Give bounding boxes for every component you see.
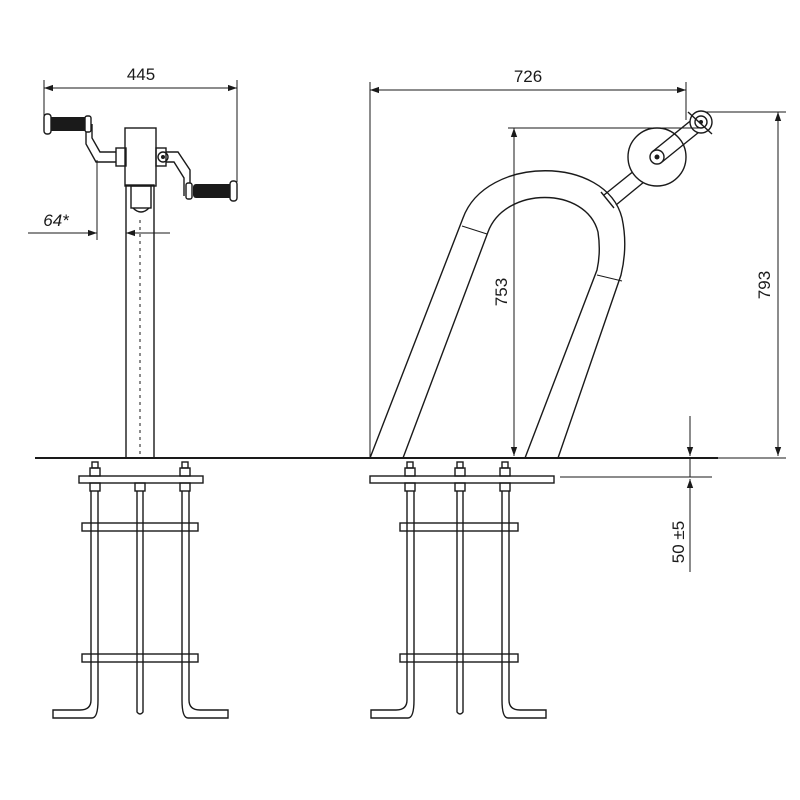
dim-label-height-total: 793	[755, 271, 774, 299]
u-frame-outer	[369, 170, 626, 459]
dim-label-front-width: 726	[514, 67, 542, 86]
dim-label-offset: 64*	[43, 211, 70, 230]
dim-label-depth: 50 ±5	[669, 521, 688, 563]
dim-label-side-width: 445	[127, 65, 155, 84]
front-foundation	[370, 461, 547, 719]
dim-height-inner: 753	[492, 127, 700, 456]
dim-front-width: 726	[369, 67, 687, 458]
dim-side-width: 445	[43, 65, 238, 182]
dim-height-total: 793	[706, 111, 786, 459]
side-view: 445 64*	[28, 65, 238, 719]
side-foundation	[52, 461, 229, 719]
dim-label-height-inner: 753	[492, 278, 511, 306]
dim-depth: 50 ±5	[560, 416, 712, 572]
dim-offset: 64*	[28, 160, 170, 240]
u-frame-inner	[402, 196, 600, 459]
front-view: 726 753 793 50 ±5	[369, 67, 786, 719]
